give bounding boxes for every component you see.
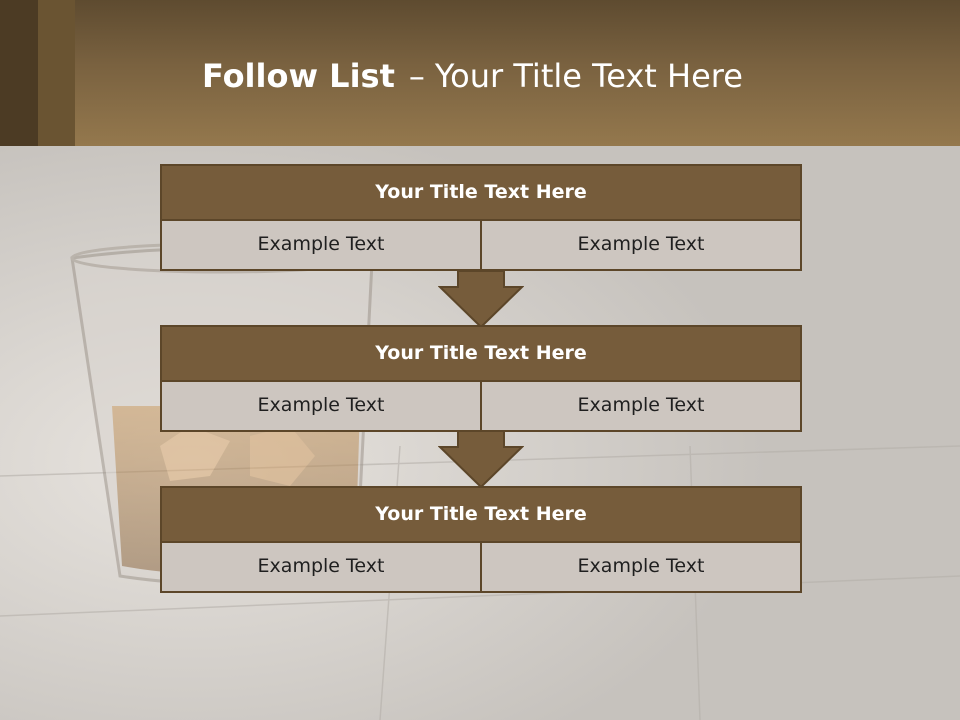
slide-title: Follow List–Your Title Text Here xyxy=(202,56,743,96)
step-cell-right: Example Text xyxy=(480,382,802,432)
step-cell-left: Example Text xyxy=(160,382,480,432)
title-rest: Your Title Text Here xyxy=(434,57,743,95)
title-bold: Follow List xyxy=(202,57,395,95)
step-cell-right: Example Text xyxy=(480,221,802,271)
step-title: Your Title Text Here xyxy=(160,164,802,221)
step-cells: Example Text Example Text xyxy=(160,382,802,432)
down-arrow-icon xyxy=(438,271,524,329)
step-block: Your Title Text Here Example Text Exampl… xyxy=(160,325,802,432)
step-title: Your Title Text Here xyxy=(160,486,802,543)
step-block: Your Title Text Here Example Text Exampl… xyxy=(160,486,802,593)
header-band xyxy=(0,0,960,146)
header-stripe xyxy=(0,0,38,146)
step-block: Your Title Text Here Example Text Exampl… xyxy=(160,164,802,271)
step-cell-right: Example Text xyxy=(480,543,802,593)
step-cells: Example Text Example Text xyxy=(160,543,802,593)
step-title: Your Title Text Here xyxy=(160,325,802,382)
step-cell-left: Example Text xyxy=(160,543,480,593)
step-cell-left: Example Text xyxy=(160,221,480,271)
title-separator: – xyxy=(408,57,425,95)
header-stripe xyxy=(38,0,75,146)
step-cells: Example Text Example Text xyxy=(160,221,802,271)
down-arrow-icon xyxy=(438,431,524,489)
